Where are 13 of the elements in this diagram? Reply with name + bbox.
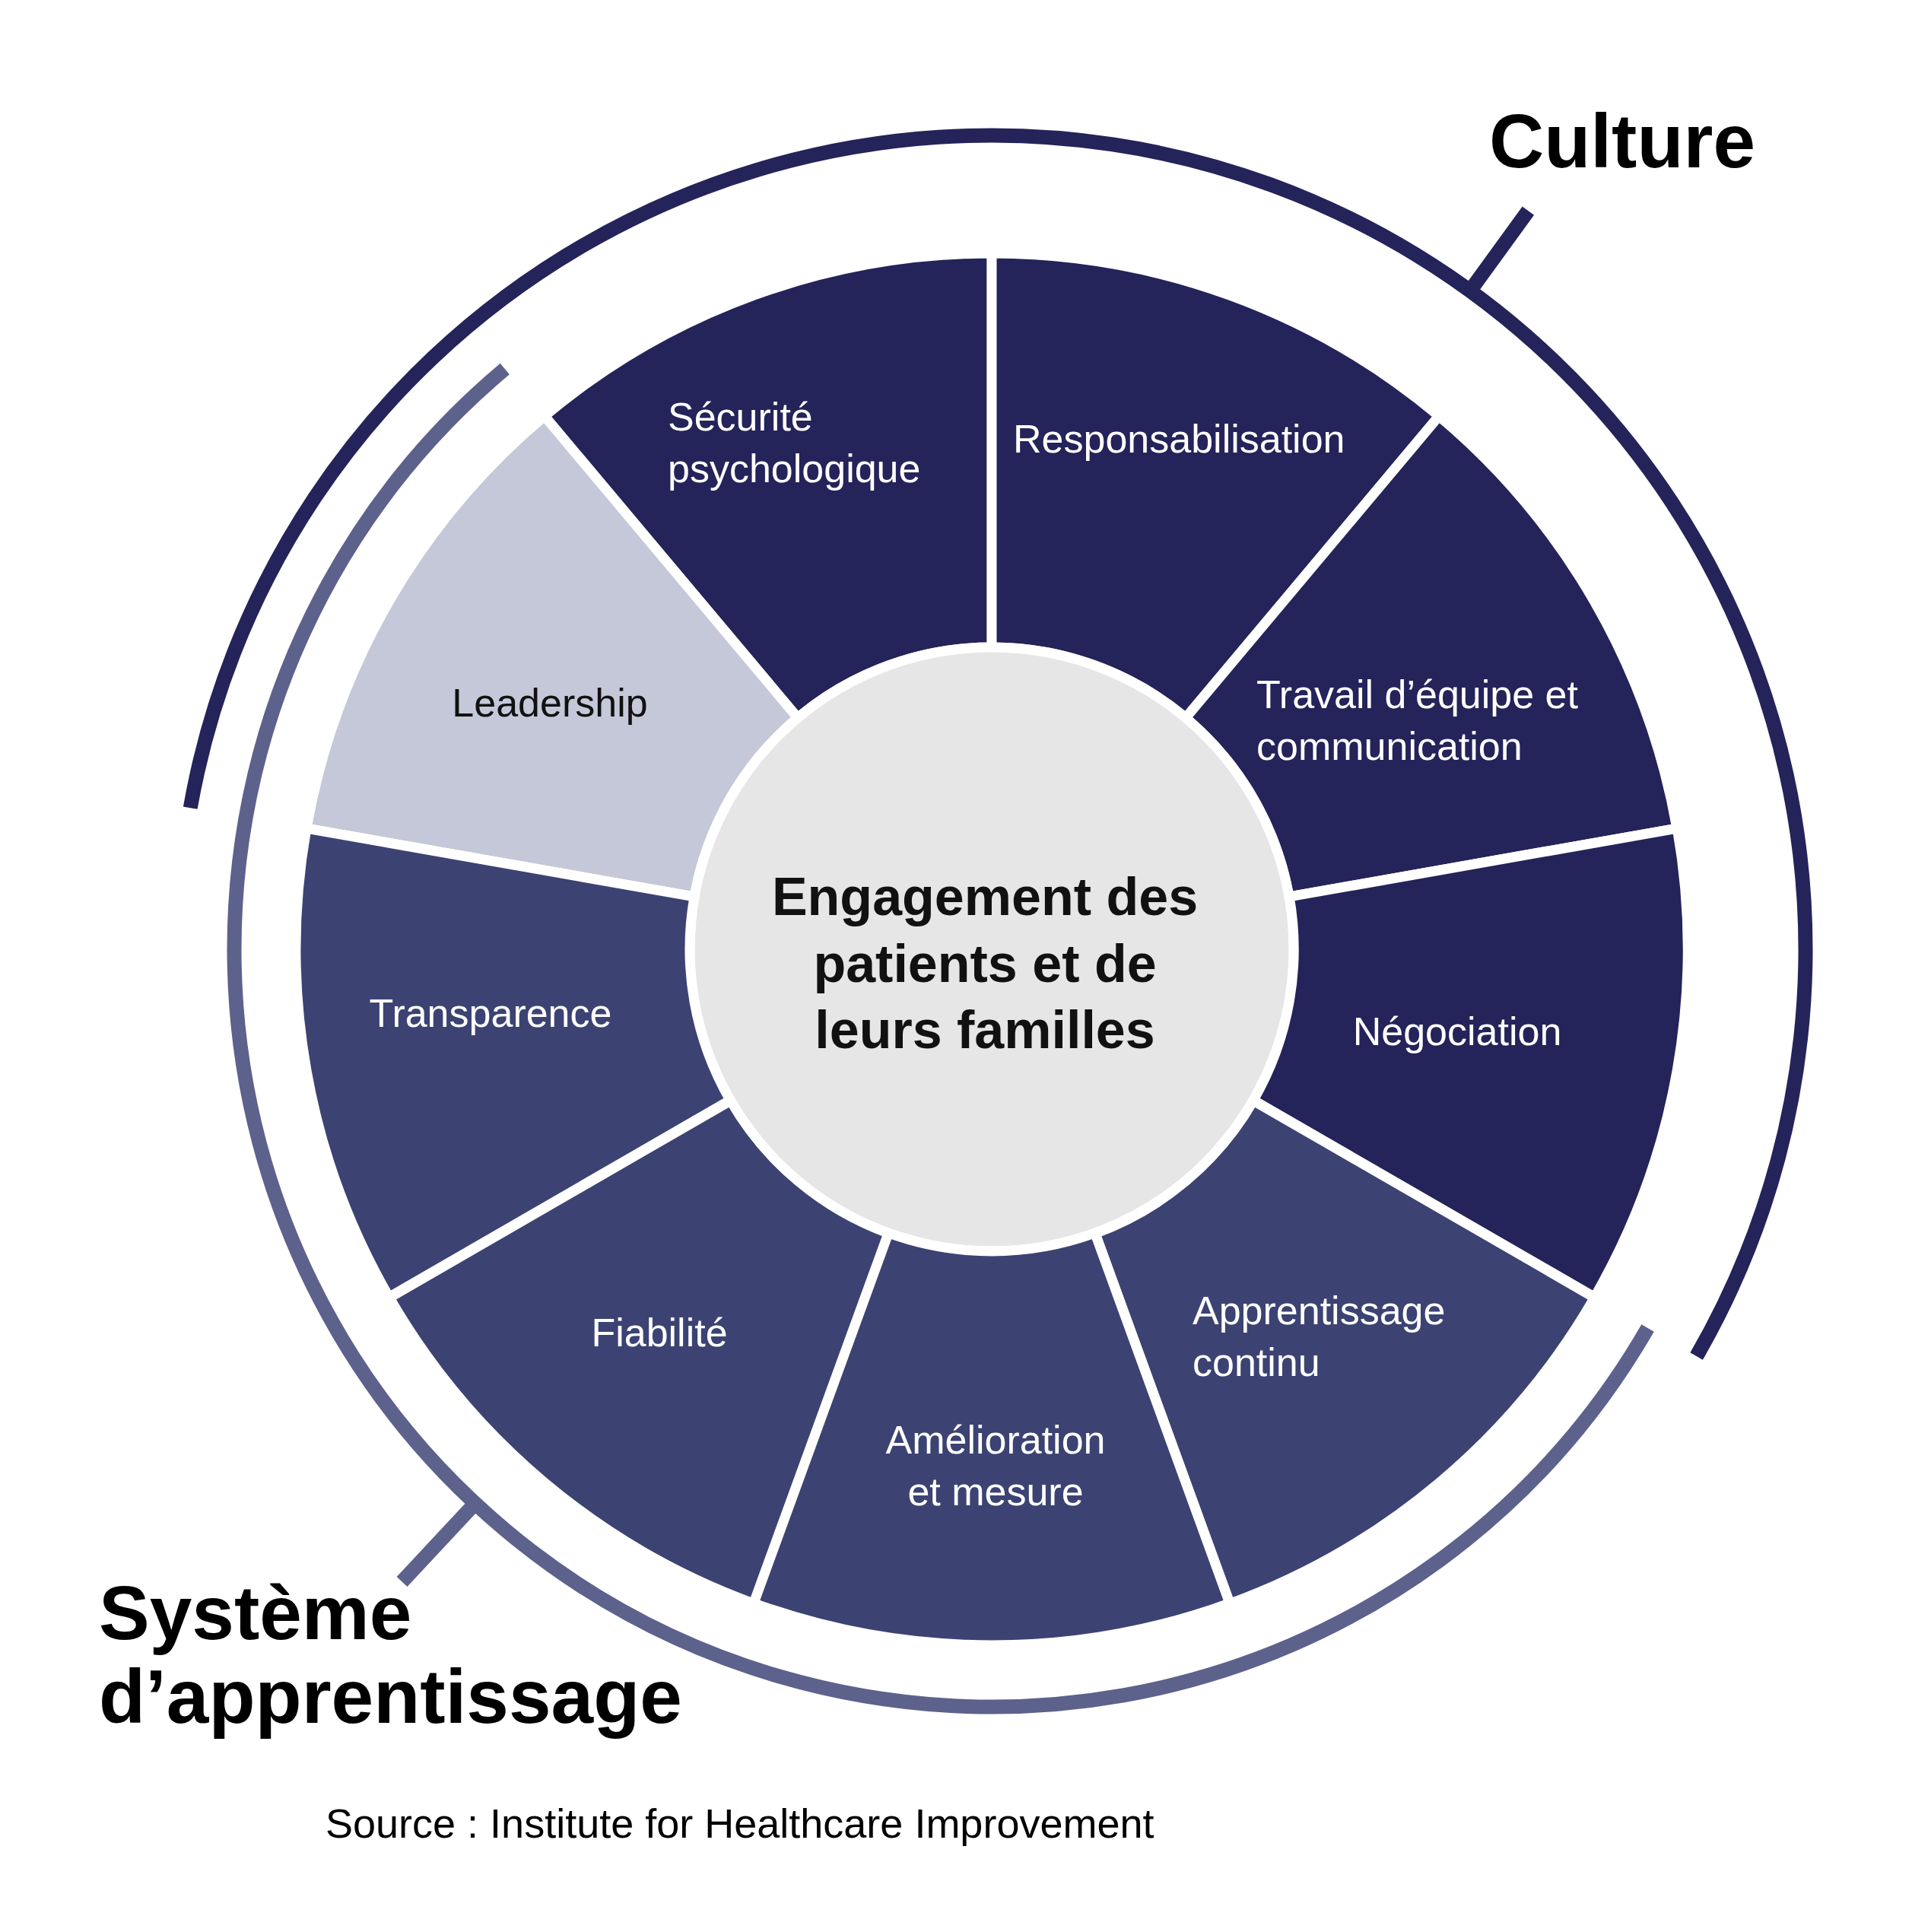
segment-label: Fiabilité [590,1310,729,1357]
source-note: Source : Institute for Healthcare Improvement [326,1801,1154,1847]
center-label: Engagement des patients et de leurs familles [770,866,1199,1061]
segment-label: Leadership [451,680,649,727]
segment-label: Amélioration et mesure [885,1417,1107,1515]
segment-label: Négociation [1351,1009,1563,1056]
segment-label: Responsabilisation [1013,416,1346,463]
segment-label: Transparence [368,990,613,1037]
segment-label: Travail d’équipe et communication [1256,672,1579,770]
heading-label: Culture [1489,99,1755,183]
segment-label: Sécurité psychologique [668,394,922,492]
segment-label: Apprentissage continu [1193,1288,1447,1386]
heading-label: Système d’apprentissage [99,1571,683,1738]
